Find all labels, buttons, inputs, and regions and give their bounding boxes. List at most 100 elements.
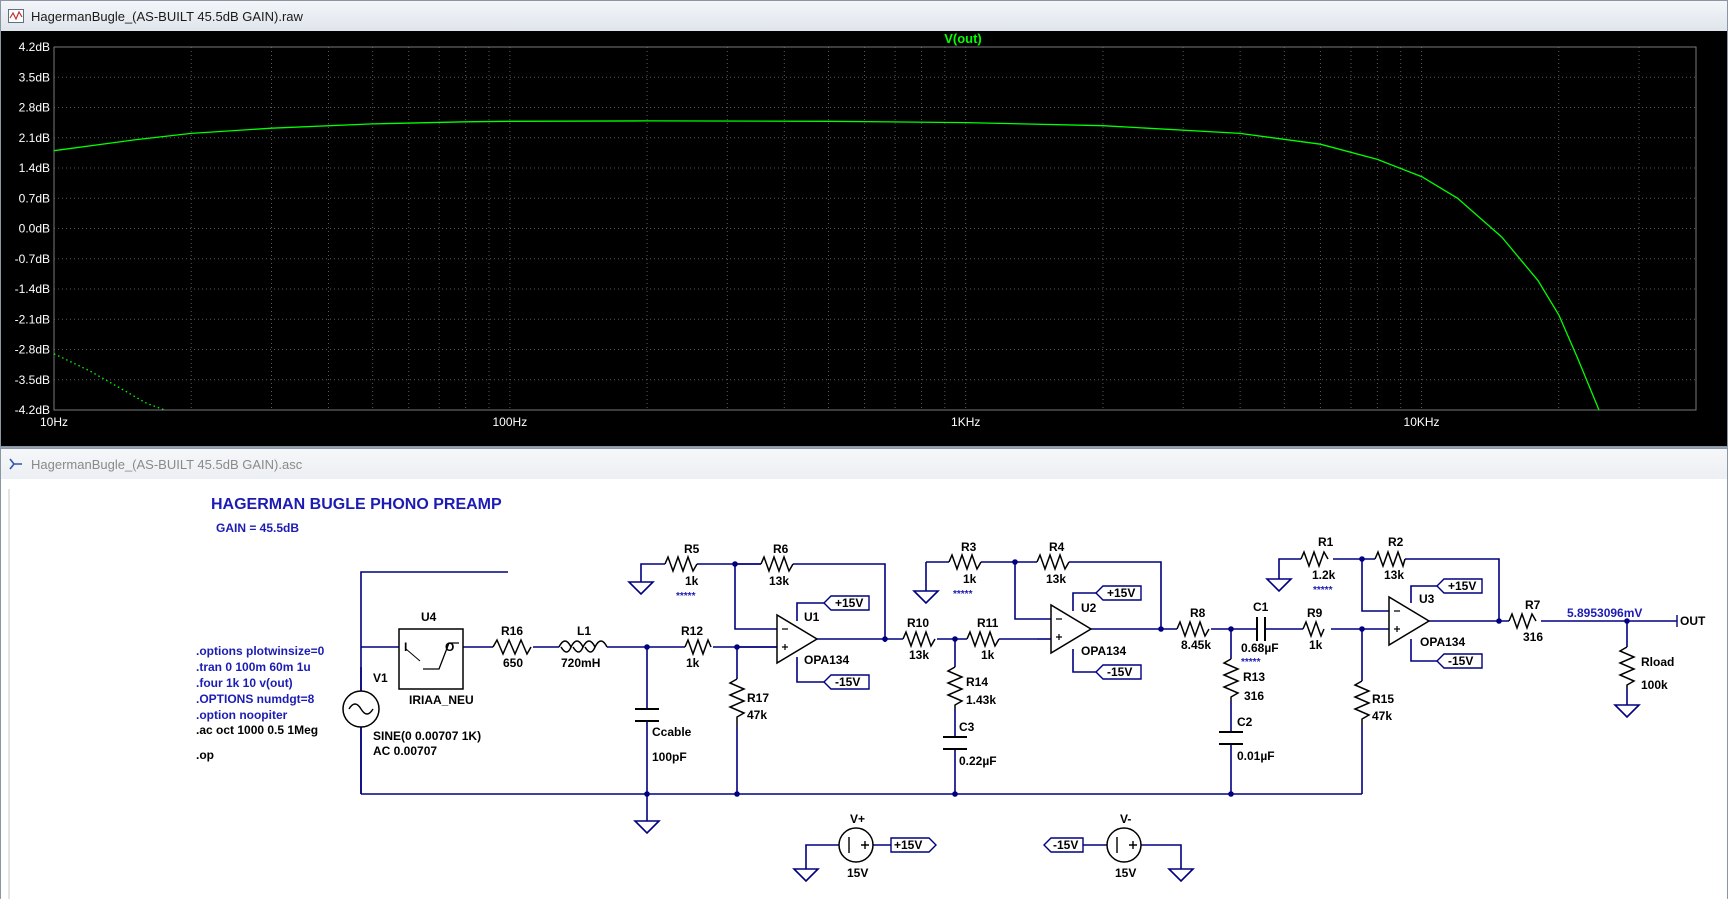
schematic-canvas[interactable]: HAGERMAN BUGLE PHONO PREAMP GAIN = 45.5d… [1,479,1727,899]
r5-value[interactable]: 1k [685,574,699,588]
u1-model[interactable]: OPA134 [804,653,849,667]
spice-directive-line[interactable]: .OPTIONS numdgt=8 [196,692,315,706]
u2-vneg-flag[interactable]: -15V [1107,665,1132,679]
spice-directive-line[interactable]: .option noopiter [196,708,288,722]
r13-name[interactable]: R13 [1243,670,1265,684]
u1-vneg-flag[interactable]: -15V [835,675,860,689]
vminus-name[interactable]: V- [1120,812,1131,826]
vplus-name[interactable]: V+ [850,812,865,826]
r10-value[interactable]: 13k [909,648,929,662]
u3-model[interactable]: OPA134 [1420,635,1465,649]
y-tick-label: 0.7dB [19,191,50,205]
r9-name[interactable]: R9 [1307,606,1323,620]
c3-name[interactable]: C3 [959,720,975,734]
u3-vneg-flag[interactable]: -15V [1448,654,1473,668]
spice-directive-line[interactable]: .four 1k 10 v(out) [196,676,293,690]
ac-directive[interactable]: .ac oct 1000 0.5 1Meg [196,723,318,737]
u4-model[interactable]: IRIAA_NEU [409,693,474,707]
out-voltage-readout[interactable]: 5.8953096mV [1567,606,1642,620]
c1-name[interactable]: C1 [1253,600,1269,614]
ground-r3 [912,590,940,605]
r10-name[interactable]: R10 [907,616,929,630]
rload-value[interactable]: 100k [1641,678,1668,692]
u2-model[interactable]: OPA134 [1081,644,1126,658]
u2-name[interactable]: U2 [1081,601,1097,615]
vminus-flag[interactable]: -15V [1053,838,1078,852]
r4-name[interactable]: R4 [1049,540,1065,554]
r12-name[interactable]: R12 [681,624,703,638]
r11-value[interactable]: 1k [981,648,995,662]
vminus-value[interactable]: 15V [1115,866,1136,880]
u2-vpos-flag[interactable]: +15V [1107,586,1135,600]
waveform-window-titlebar[interactable]: HagermanBugle_(AS-BUILT 45.5dB GAIN).raw [1,1,1727,32]
r16-name[interactable]: R16 [501,624,523,638]
r6-symbol [760,554,794,574]
schematic-window-titlebar[interactable]: HagermanBugle_(AS-BUILT 45.5dB GAIN).asc [1,449,1727,480]
vminus-source-symbol [1106,827,1142,863]
r1-name[interactable]: R1 [1318,535,1334,549]
c3-symbol [943,736,967,750]
vplus-value[interactable]: 15V [847,866,868,880]
out-net-label[interactable]: OUT [1680,614,1706,628]
schematic-heading[interactable]: HAGERMAN BUGLE PHONO PREAMP [211,496,502,513]
r8-name[interactable]: R8 [1190,606,1206,620]
y-tick-label: 0.0dB [19,222,50,236]
r13-value[interactable]: 316 [1244,689,1264,703]
gain-comment[interactable]: GAIN = 45.5dB [216,521,299,535]
r14-name[interactable]: R14 [966,675,988,689]
u1-name[interactable]: U1 [804,610,820,624]
r7-symbol [1508,611,1537,631]
trace-label[interactable]: V(out) [944,31,982,46]
rload-name[interactable]: Rload [1641,655,1674,669]
c2-value[interactable]: 0.01µF [1237,749,1275,763]
l1-value[interactable]: 720mH [561,656,600,670]
r9-value[interactable]: 1k [1309,638,1323,652]
r6-name[interactable]: R6 [773,542,789,556]
vout-magnitude-trace[interactable] [53,120,1600,411]
ccable-name[interactable]: Ccable [652,725,692,739]
c3-value[interactable]: 0.22µF [959,754,997,768]
r3-name[interactable]: R3 [961,540,977,554]
r3-value[interactable]: 1k [963,572,977,586]
waveform-plot[interactable]: 4.2dB3.5dB2.8dB2.1dB1.4dB0.7dB0.0dB-0.7d… [1,31,1727,446]
r9-symbol [1302,619,1325,639]
r2-symbol [1374,549,1406,569]
u4-name[interactable]: U4 [421,610,437,624]
r12-symbol [684,637,712,657]
spice-directive-line[interactable]: .tran 0 100m 60m 1u [196,660,311,674]
ground-main [633,820,661,835]
v1-spec-ac[interactable]: AC 0.00707 [373,744,437,758]
u1-vpos-flag[interactable]: +15V [835,596,863,610]
u3-vpos-flag[interactable]: +15V [1448,579,1476,593]
c1-value[interactable]: 0.68µF [1241,641,1279,655]
r17-value[interactable]: 47k [747,708,767,722]
r7-name[interactable]: R7 [1525,598,1541,612]
v1-name[interactable]: V1 [373,671,388,685]
r2-value[interactable]: 13k [1384,568,1404,582]
vplus-flag[interactable]: +15V [894,838,922,852]
r8-value[interactable]: 8.45k [1181,638,1211,652]
r14-value[interactable]: 1.43k [966,693,996,707]
r4-value[interactable]: 13k [1046,572,1066,586]
spice-directive-line[interactable]: .options plotwinsize=0 [196,644,325,658]
r2-name[interactable]: R2 [1388,535,1404,549]
c2-name[interactable]: C2 [1237,715,1253,729]
ground-vplus [792,868,820,883]
r6-value[interactable]: 13k [769,574,789,588]
rload-symbol [1618,646,1636,689]
ccable-value[interactable]: 100pF [652,750,687,764]
r5-name[interactable]: R5 [684,542,700,556]
l1-name[interactable]: L1 [577,624,591,638]
r1-value[interactable]: 1.2k [1312,568,1336,582]
r11-name[interactable]: R11 [977,616,999,630]
u3-name[interactable]: U3 [1419,592,1435,606]
r15-name[interactable]: R15 [1372,692,1394,706]
r16-value[interactable]: 650 [503,656,523,670]
r17-name[interactable]: R17 [747,691,769,705]
op-directive[interactable]: .op [196,748,214,762]
r7-value[interactable]: 316 [1523,630,1543,644]
r15-value[interactable]: 47k [1372,709,1392,723]
v1-spec-sine[interactable]: SINE(0 0.00707 1K) [373,729,481,743]
r12-value[interactable]: 1k [686,656,700,670]
resistor-symbols [492,549,1636,727]
